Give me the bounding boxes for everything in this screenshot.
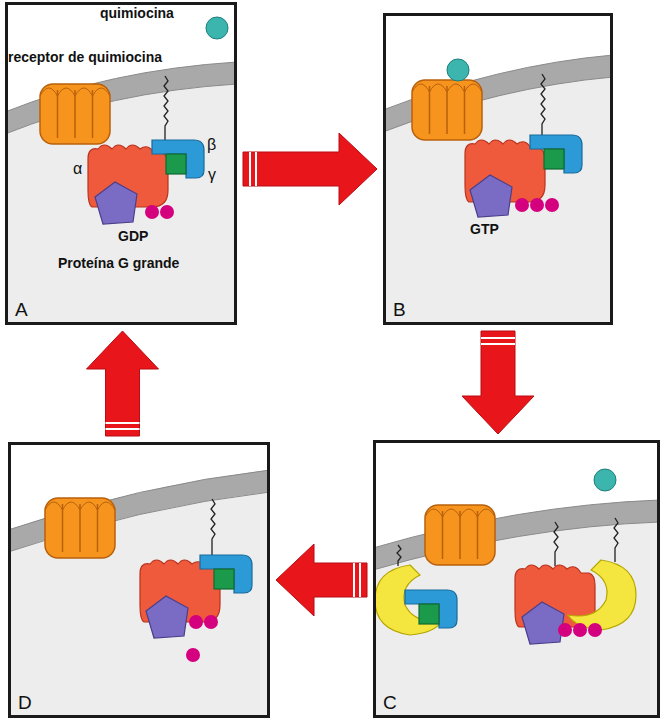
block-arrow: [276, 544, 367, 616]
panel-box: C: [373, 440, 660, 718]
panel-letter: C: [383, 693, 397, 712]
label-text: quimiocina: [100, 6, 174, 21]
block-arrow: [87, 331, 159, 436]
subunit-label: α: [73, 160, 82, 178]
block-arrow: [243, 133, 377, 205]
panel-letter: D: [18, 693, 32, 712]
nucleotide-label: GTP: [470, 222, 499, 237]
subunit-label: β: [207, 136, 216, 154]
panel-letter: B: [393, 300, 406, 319]
panel-box: D: [8, 442, 270, 718]
label-text: Proteína G grande: [58, 256, 179, 271]
panel-letter: A: [15, 300, 28, 319]
block-arrow: [462, 331, 534, 434]
panel-box: B: [383, 13, 613, 325]
label-text: receptor de quimiocina: [8, 50, 162, 65]
subunit-label: γ: [208, 166, 216, 184]
nucleotide-label: GDP: [118, 229, 148, 244]
